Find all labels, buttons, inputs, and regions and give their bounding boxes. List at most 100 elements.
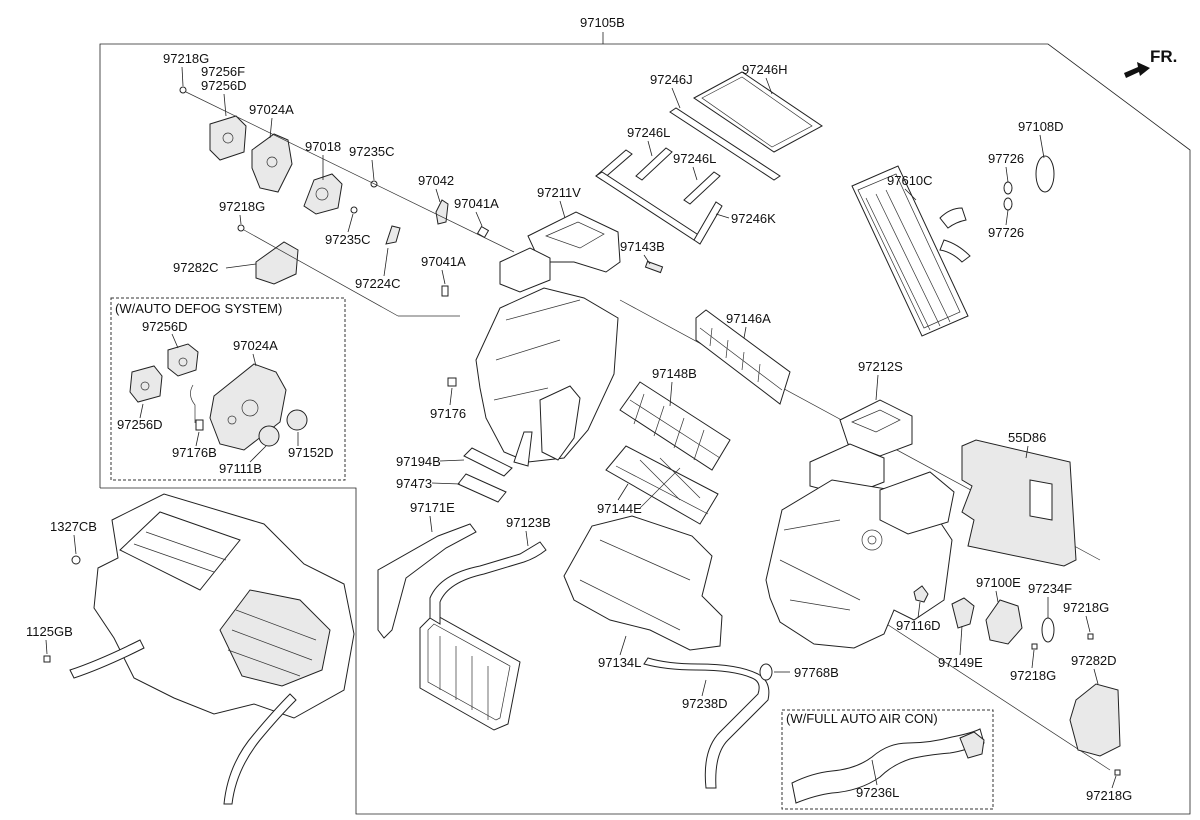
label-97100E: 97100E (976, 575, 1021, 590)
duct-97282C (255, 241, 299, 285)
label-97149E: 97149E (938, 655, 983, 670)
label-97134L: 97134L (598, 655, 641, 670)
sensor-97116D (913, 585, 929, 603)
screw-97218G-bot (1114, 769, 1121, 776)
label-97238D: 97238D (682, 696, 728, 711)
screw-97218G-mid (237, 224, 245, 232)
defog-label-97024A: 97024A (233, 338, 278, 353)
seal-97473 (457, 473, 507, 503)
label-97218G-mid: 97218G (219, 199, 265, 214)
auto-defog-inset-box (110, 297, 346, 481)
label-97116D: 97116D (896, 618, 941, 633)
gear-97018 (303, 173, 343, 215)
label-97282C: 97282C (173, 260, 219, 275)
defog-label-97152D: 97152D (288, 445, 334, 460)
defog-label-97256D-a: 97256D (142, 319, 188, 334)
drain-hose-97238D (643, 657, 770, 789)
link-97224C (385, 225, 401, 245)
label-97246J: 97246J (650, 72, 693, 87)
o-ring-a (1003, 181, 1013, 195)
screw-97218G-r1 (1087, 633, 1094, 640)
label-97246L-b: 97246L (673, 151, 716, 166)
door-97148B (619, 381, 731, 471)
label-97282D: 97282D (1071, 653, 1117, 668)
pin-97041A-a (476, 225, 490, 239)
filter-rails (595, 147, 723, 245)
o-ring-b (1003, 197, 1013, 211)
seal-97194B (463, 447, 513, 477)
label-97234F: 97234F (1028, 581, 1072, 596)
defog-label-97256D-b: 97256D (117, 417, 163, 432)
label-97768B: 97768B (794, 665, 839, 680)
label-1125GB: 1125GB (26, 624, 73, 639)
insulation-55D86 (961, 439, 1077, 567)
assembly-outline (99, 43, 1191, 815)
door-97144E (605, 445, 719, 525)
front-label: FR. (1150, 47, 1177, 66)
full-auto-aircon-inset-box (781, 709, 994, 810)
label-97218G-bot: 97218G (1086, 788, 1132, 803)
label-97108D: 97108D (1018, 119, 1064, 134)
label-97218G-r2: 97218G (1010, 668, 1056, 683)
label-97726-b: 97726 (988, 225, 1024, 240)
front-direction-indicator: FR. (1124, 47, 1177, 78)
door-97146A (695, 309, 791, 405)
clip-97235C-b (350, 206, 358, 214)
label-97144E: 97144E (597, 501, 642, 516)
label-97224C: 97224C (355, 276, 401, 291)
label-97194B: 97194B (396, 454, 441, 469)
assembly-number-label: 97105B (580, 15, 625, 30)
explode-line-1 (185, 91, 515, 253)
actuator-bracket-97024A (251, 133, 293, 193)
pin-97041A-b (441, 285, 449, 297)
label-97176: 97176 (430, 406, 466, 421)
clip-97176 (447, 377, 457, 387)
defog-label-97111B: 97111B (219, 461, 262, 476)
mode-actuator (209, 115, 247, 161)
blower-motor-97100E (985, 599, 1023, 645)
aspirator-connector (959, 731, 985, 759)
screw-97218G-top (179, 86, 187, 94)
sensor-97143B (644, 260, 664, 274)
defog-actuator-b (129, 365, 163, 403)
label-97143B: 97143B (620, 239, 665, 254)
bracket-97171E (377, 523, 477, 639)
auto-defog-title: (W/AUTO DEFOG SYSTEM) (115, 301, 282, 316)
label-97235C-b: 97235C (325, 232, 371, 247)
defog-gear-small (258, 409, 308, 447)
label-97236L: 97236L (856, 785, 899, 800)
screw-97218G-r2 (1031, 643, 1038, 650)
label-97211V: 97211V (537, 185, 581, 200)
housing-right-97212S (765, 399, 955, 649)
filter-strip-97246J (669, 107, 781, 181)
label-97246K: 97246K (731, 211, 776, 226)
label-97041A-b: 97041A (421, 254, 466, 269)
label-97171E: 97171E (410, 500, 455, 515)
label-97018: 97018 (305, 139, 341, 154)
drain-pan-97134L (563, 515, 723, 651)
label-97146A: 97146A (726, 311, 771, 326)
grommet-97768B (759, 663, 773, 681)
lever-97042 (435, 199, 449, 225)
label-97246L-a: 97246L (627, 125, 670, 140)
evaporator-seal-97108D (1035, 155, 1055, 193)
label-97473: 97473 (396, 476, 432, 491)
label-1327CB: 1327CB (50, 519, 97, 534)
label-97726-a: 97726 (988, 151, 1024, 166)
label-97148B: 97148B (652, 366, 697, 381)
defog-connector (195, 419, 204, 431)
label-97610C: 97610C (887, 173, 933, 188)
label-97041A-a: 97041A (454, 196, 499, 211)
label-97256F: 97256F (201, 64, 245, 79)
housing-left-97211V (475, 211, 621, 467)
assembled-hvac-unit (69, 493, 355, 805)
defog-label-97176B: 97176B (172, 445, 217, 460)
label-55D86: 55D86 (1008, 430, 1046, 445)
label-97218G-top: 97218G (163, 51, 209, 66)
heater-core-97123B (419, 541, 547, 731)
full-auto-aircon-title: (W/FULL AUTO AIR CON) (786, 711, 938, 726)
label-97024A-top: 97024A (249, 102, 294, 117)
defog-actuator-a (167, 343, 199, 377)
front-arrow-icon (1124, 62, 1150, 78)
